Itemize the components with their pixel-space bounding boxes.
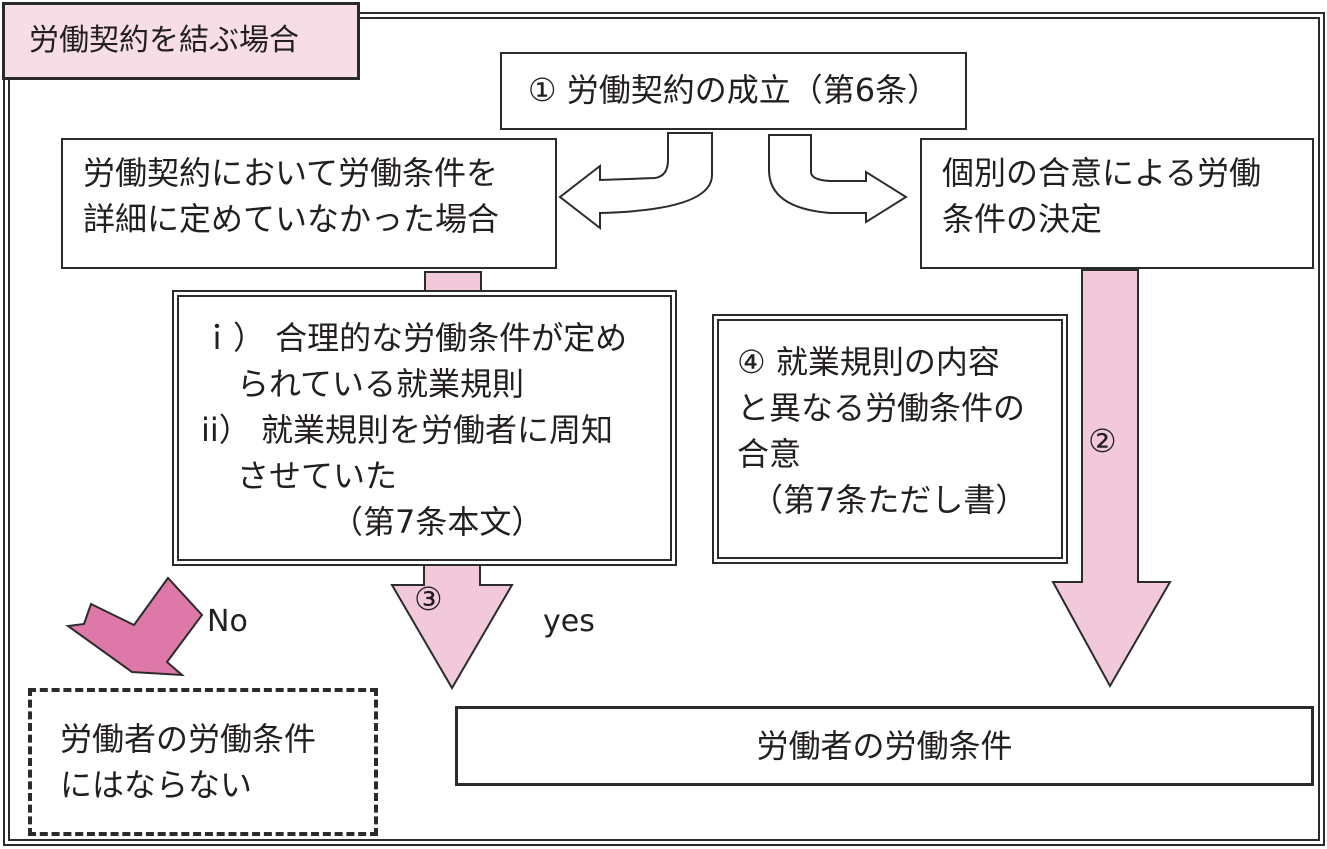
different-agreement-line: と異なる労働条件の <box>737 389 1026 427</box>
different-agreement-citation: （第7条ただし書） <box>751 481 1028 519</box>
individual-agreement-box: 個別の合意による労働 条件の決定 <box>920 138 1314 269</box>
requirement-line: させていた <box>237 457 398 495</box>
requirements-box: ｉ） 合理的な労働条件が定め られている就業規則 ii） 就業規則を労働者に周知… <box>172 290 677 566</box>
worker-conditions-box: 労働者の労働条件 <box>455 706 1314 786</box>
not-conditions-line: にはならない <box>60 766 253 804</box>
requirement-citation: （第7条本文） <box>331 503 544 541</box>
not-conditions-line: 労働者の労働条件 <box>60 720 317 758</box>
individual-agreement-line: 個別の合意による労働 <box>942 154 1262 192</box>
requirement-line: られている就業規則 <box>237 365 525 403</box>
outer-frame <box>3 12 1325 846</box>
diagram-title: 労働契約を結ぶ場合 <box>2 2 360 80</box>
undefined-conditions-box: 労働契約において労働条件を 詳細に定めていなかった場合 <box>61 138 557 269</box>
different-agreement-line: 合意 <box>737 435 802 473</box>
not-conditions-box: 労働者の労働条件 にはならない <box>28 688 378 836</box>
curved-arrow-left <box>558 132 713 231</box>
undefined-conditions-line: 詳細に定めていなかった場合 <box>83 200 500 238</box>
arrow-2-label: ② <box>1088 422 1117 460</box>
individual-agreement-line: 条件の決定 <box>942 200 1103 238</box>
undefined-conditions-line: 労働契約において労働条件を <box>83 154 499 192</box>
no-label: No <box>207 604 248 639</box>
requirement-line: ｉ） 合理的な労働条件が定め <box>201 319 628 357</box>
different-agreement-line: ④ 就業規則の内容 <box>737 343 1000 381</box>
formation-box: ① 労働契約の成立（第6条） <box>500 52 967 130</box>
arrow-3 <box>390 562 514 690</box>
arrow-2 <box>1051 269 1172 689</box>
no-arrow <box>65 576 204 677</box>
curved-arrow-right <box>768 134 908 224</box>
yes-label: yes <box>543 604 595 639</box>
arrow-3-label: ③ <box>414 580 443 618</box>
requirement-line: ii） 就業規則を労働者に周知 <box>201 411 613 449</box>
different-agreement-box: ④ 就業規則の内容 と異なる労働条件の 合意 （第7条ただし書） <box>712 314 1068 564</box>
